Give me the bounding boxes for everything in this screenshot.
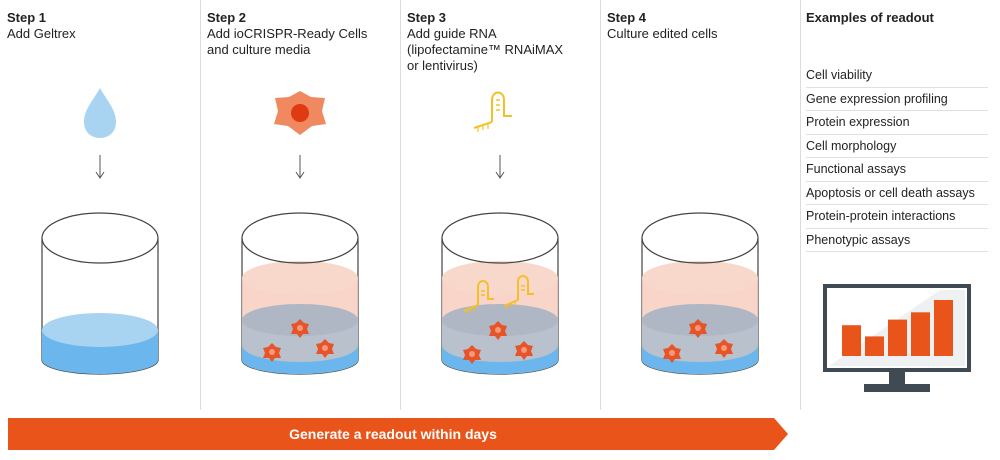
readout-item: Functional assays [806,158,988,182]
step-4-title: Step 4 [607,10,647,25]
column-divider [800,0,801,410]
culture-well-3 [441,212,559,375]
column-divider [200,0,201,410]
step-4: Step 4 Culture edited cells [607,10,797,42]
readout-item: Protein-protein interactions [806,205,988,229]
readout-banner-arrow [8,418,788,450]
cell-icon [274,91,326,135]
arrow-down-icon [495,155,505,179]
step-4-description: Culture edited cells [607,26,718,41]
arrow-down-icon [95,155,105,179]
monitor-bar-chart [842,300,953,356]
step-1: Step 1 Add Geltrex [7,10,197,42]
readout-banner-text: Generate a readout within days [289,426,497,442]
monitor-bar [888,319,907,356]
guide-rna-icon [473,91,512,132]
step-3-description: Add guide RNA (lipofectamine™ RNAiMAX or… [407,26,564,73]
readout-item: Cell morphology [806,135,988,158]
monitor-bar [865,336,884,356]
monitor-bar [911,312,930,356]
readout-item: Protein expression [806,111,988,135]
monitor-bar [842,325,861,356]
column-divider [400,0,401,410]
culture-well-2 [241,212,359,375]
step-3: Step 3 Add guide RNA (lipofectamine™ RNA… [407,10,597,74]
culture-well-4 [641,212,759,375]
step-2-description: Add ioCRISPR-Ready Cells and culture med… [207,26,368,57]
readout-item: Apoptosis or cell death assays [806,182,988,205]
readout-list: Cell viability Gene expression profiling… [806,64,988,252]
step-2: Step 2 Add ioCRISPR-Ready Cells and cult… [207,10,397,58]
step-2-title: Step 2 [207,10,247,25]
step-1-title: Step 1 [7,10,47,25]
culture-well-1 [41,212,159,375]
step-1-description: Add Geltrex [7,26,76,41]
readout-item: Gene expression profiling [806,88,988,111]
arrow-down-icon [295,155,305,179]
readout-item: Cell viability [806,64,988,88]
readout-item: Phenotypic assays [806,229,988,252]
monitor-icon [823,284,971,392]
monitor-bar [934,300,953,356]
column-divider [600,0,601,410]
readout-title: Examples of readout [806,10,934,25]
step-3-title: Step 3 [407,10,447,25]
geltrex-droplet-icon [84,88,116,138]
